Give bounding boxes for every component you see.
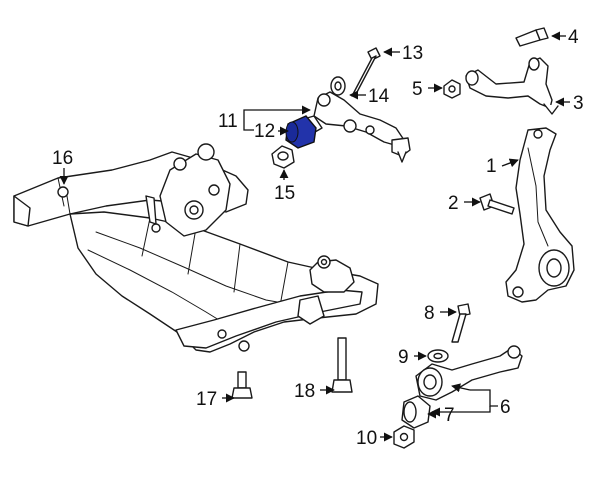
leader-lines [59, 31, 570, 442]
callout-7: 7 [444, 405, 455, 426]
bolt-8[interactable] [451, 303, 471, 343]
callout-12: 12 [254, 121, 275, 142]
bolt-4[interactable] [515, 27, 549, 47]
bolt-17[interactable] [231, 371, 253, 399]
callout-9: 9 [398, 347, 409, 368]
nut-5[interactable] [443, 79, 461, 99]
steering-knuckle[interactable] [505, 127, 575, 303]
callout-2: 2 [448, 193, 459, 214]
callout-18: 18 [294, 381, 315, 402]
bolt-18[interactable] [331, 337, 353, 393]
callout-8: 8 [424, 303, 435, 324]
upper-arm-3[interactable] [465, 57, 559, 115]
washer-9[interactable] [427, 349, 449, 363]
washer-14[interactable] [330, 76, 346, 96]
callout-15: 15 [274, 183, 295, 204]
callout-14: 14 [368, 86, 390, 107]
callout-17: 17 [196, 389, 217, 410]
subframe-crossmember[interactable] [13, 143, 379, 353]
bolt-13[interactable] [351, 47, 381, 97]
bolt-2[interactable] [479, 193, 515, 215]
callout-11: 11 [218, 111, 238, 132]
bushing-7[interactable] [401, 395, 431, 429]
callout-3: 3 [573, 93, 584, 114]
nut-10[interactable] [393, 425, 415, 449]
callout-1: 1 [486, 156, 497, 177]
callout-13: 13 [402, 43, 423, 64]
callout-4: 4 [568, 27, 579, 48]
callout-6: 6 [500, 397, 511, 418]
nut-15[interactable] [271, 145, 295, 169]
callout-5: 5 [412, 79, 423, 100]
callout-10: 10 [356, 428, 377, 449]
callout-16: 16 [52, 148, 73, 169]
lower-arm-6[interactable] [415, 345, 523, 401]
